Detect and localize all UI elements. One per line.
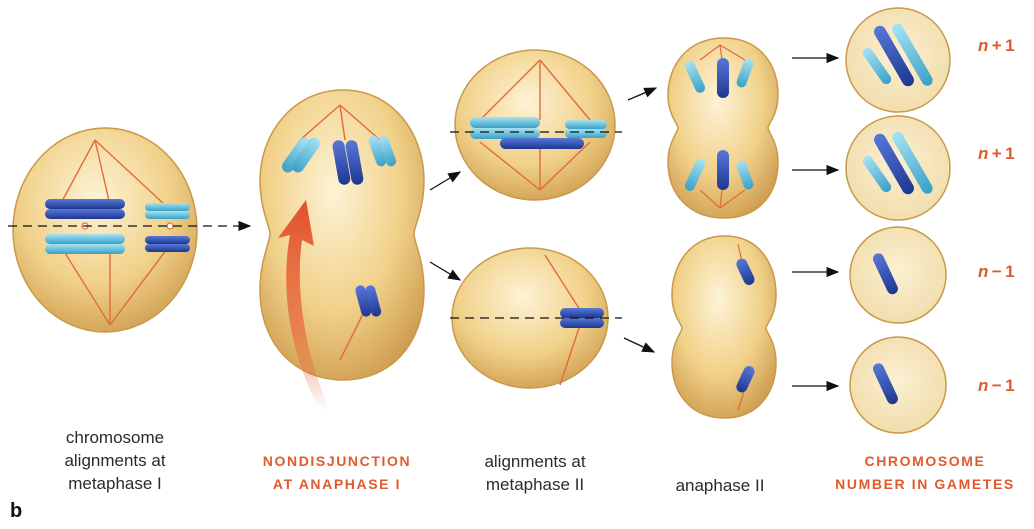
cell-anaphase-1 — [260, 90, 424, 410]
gamete-count-2: n + 1 — [978, 144, 1015, 164]
caption-gametes: CHROMOSOME NUMBER IN GAMETES — [820, 450, 1030, 496]
cell-anaphase-2-lower — [672, 236, 776, 418]
cell-metaphase-2-lower — [450, 248, 622, 388]
gamete-count-3: n − 1 — [978, 262, 1015, 282]
cell-metaphase-2-upper — [450, 50, 622, 200]
gamete-1 — [846, 8, 950, 112]
gamete-2 — [846, 116, 950, 220]
caption-anaphase-2: anaphase II — [650, 474, 790, 497]
cell-metaphase-1 — [8, 128, 250, 332]
caption-nondisjunction: NONDISJUNCTION AT ANAPHASE I — [222, 450, 452, 496]
caption-metaphase-2: alignments at metaphase II — [455, 450, 615, 496]
arrow-to-lower-metaphase-2 — [430, 262, 460, 280]
arrow-to-upper-anaphase-2 — [628, 88, 656, 100]
arrow-to-lower-anaphase-2 — [624, 338, 654, 352]
cell-anaphase-2-upper — [668, 38, 778, 218]
arrow-to-upper-metaphase-2 — [430, 172, 460, 190]
gamete-count-4: n − 1 — [978, 376, 1015, 396]
caption-metaphase-1: chromosome alignments at metaphase I — [20, 426, 210, 495]
gamete-count-1: n + 1 — [978, 36, 1015, 56]
gamete-4 — [850, 337, 946, 433]
panel-letter: b — [10, 500, 22, 523]
gamete-3 — [850, 227, 946, 323]
